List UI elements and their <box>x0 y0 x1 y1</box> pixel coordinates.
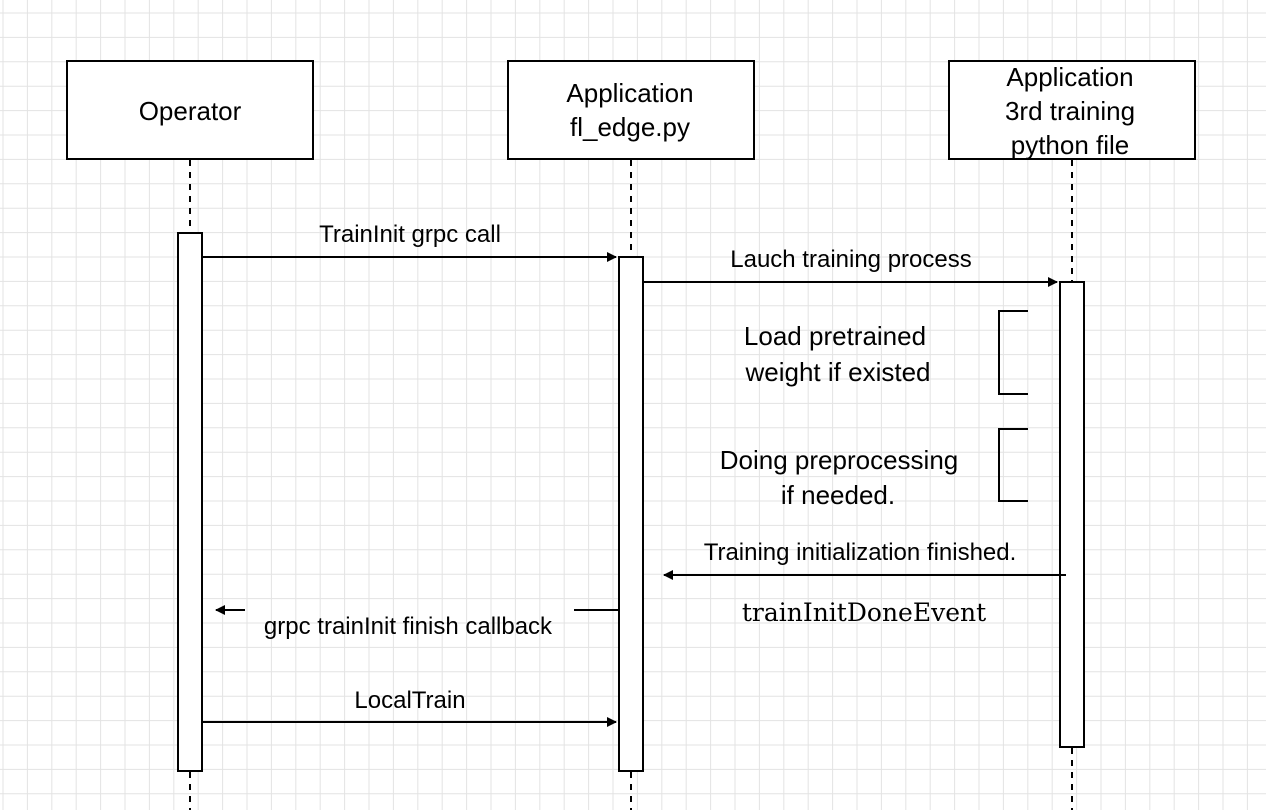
note-load-pretrained: Load pretrained weight if existed <box>744 310 1028 395</box>
participant-label-line-2: fl_edge.py <box>570 112 690 142</box>
participant-label: Operator <box>139 96 242 126</box>
message-label: Training initialization finished. <box>704 539 1017 566</box>
note-line-1: Doing preprocessing <box>720 445 958 475</box>
fl-edge-activation-bar <box>618 256 644 772</box>
event-label: trainInitDoneEvent <box>742 598 986 627</box>
message-label: grpc trainInit finish callback <box>264 613 553 640</box>
training-file-activation-bar <box>1059 281 1085 748</box>
participant-label-line-3: python file <box>1011 130 1130 160</box>
message-training-init-finished: Training initialization finished. trainI… <box>663 539 1066 627</box>
participant-label-line-1: Application <box>566 78 693 108</box>
participant-training-file: Application 3rd training python file <box>948 60 1196 160</box>
participant-operator: Operator <box>66 60 314 160</box>
participant-box <box>948 60 1196 160</box>
participant-fl-edge: Application fl_edge.py <box>507 60 755 160</box>
message-finish-callback: grpc trainInit finish callback <box>215 605 619 640</box>
participant-box <box>507 60 755 160</box>
message-launch-training: Lauch training process <box>643 246 1058 287</box>
participant-box <box>66 60 314 160</box>
message-local-train: LocalTrain <box>202 687 617 727</box>
operator-activation-bar <box>177 232 203 772</box>
message-label: TrainInit grpc call <box>319 221 501 248</box>
note-preprocessing: Doing preprocessing if needed. <box>720 428 1028 510</box>
note-bracket <box>998 428 1028 502</box>
note-line-1: Load pretrained <box>744 321 926 351</box>
message-label: Lauch training process <box>730 246 971 273</box>
message-train-init: TrainInit grpc call <box>202 221 617 262</box>
participant-label-line-2: 3rd training <box>1005 96 1135 126</box>
note-bracket <box>998 310 1028 395</box>
message-label: LocalTrain <box>354 687 465 714</box>
note-line-2: if needed. <box>781 480 895 510</box>
activation-bars <box>177 232 1085 772</box>
participant-label-line-1: Application <box>1006 62 1133 92</box>
note-line-2: weight if existed <box>745 357 931 387</box>
